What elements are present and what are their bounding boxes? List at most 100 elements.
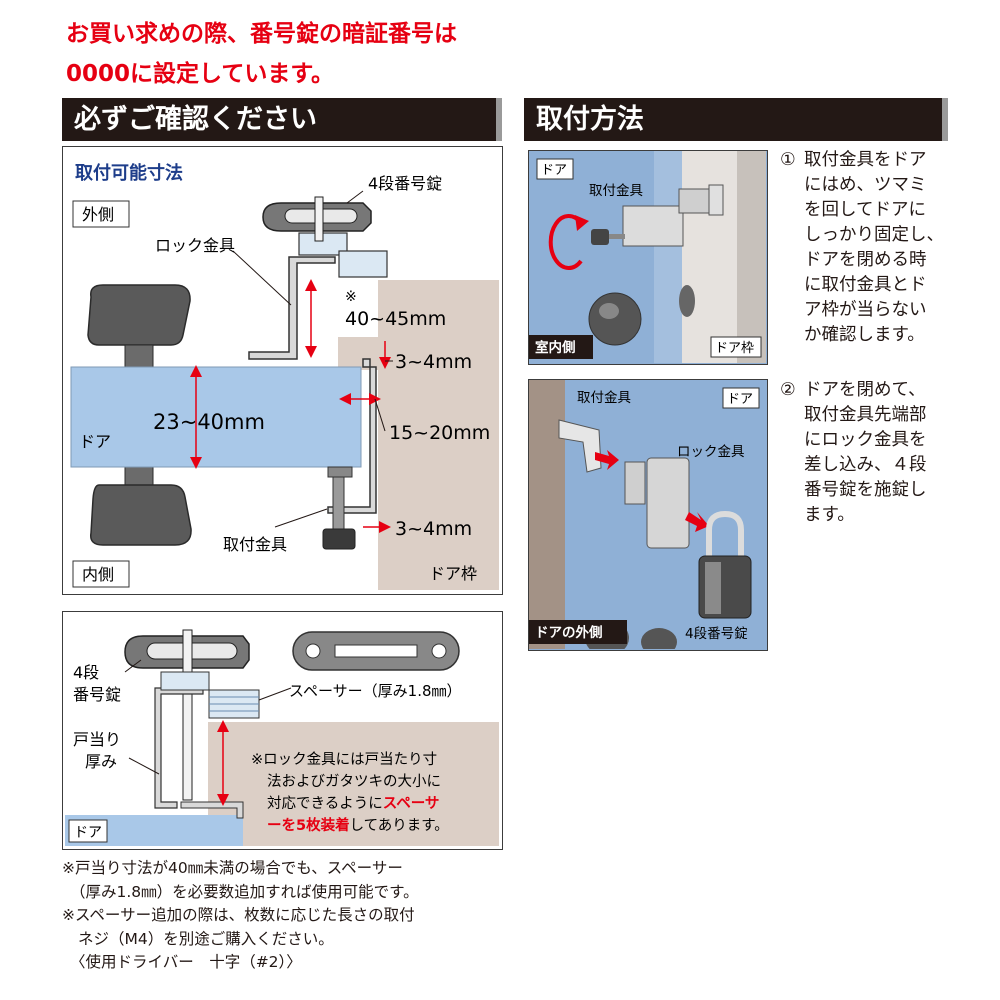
step-1-line: に取付金具とド [804, 275, 927, 295]
step-1-line: 取付金具をドア [804, 150, 927, 170]
note-line-4: ーを5枚装着してあります。 [267, 816, 449, 834]
door-edge [654, 151, 682, 363]
door-knob [588, 292, 642, 346]
lower-bracket [180, 801, 244, 819]
door-frame-block [378, 280, 499, 590]
dim-stop-label: 40~45mm [345, 308, 446, 330]
bracket-plate [622, 205, 684, 247]
rotation-arrow [548, 214, 583, 270]
frame-tag-box [710, 336, 762, 358]
mounting-dimensions-diagram: 取付可能寸法 外側 内側 4段番号錠 ロック金具 ※ 40~45mm 3~4mm… [62, 146, 503, 595]
door-label-box [68, 819, 108, 843]
step-1-text: 取付金具をドア にはめ、ツマミ を回してドアに しっかり固定し、 ドアを閉める時… [804, 148, 944, 348]
leader-stop [128, 757, 160, 775]
frame-tag: ドア枠 [715, 341, 754, 356]
confirm-heading-text: 必ずご確認ください [74, 104, 317, 135]
install-heading: 取付方法 [524, 98, 948, 141]
lock-bracket-label: ロック金具 [155, 236, 235, 255]
frame-edge [737, 151, 766, 363]
leader-clearance [374, 398, 386, 432]
door-tag: ドア [727, 392, 753, 407]
step-1-line: しっかり固定し、 [804, 225, 944, 245]
insert-arrow-2 [685, 512, 709, 532]
leader-mount-bracket [274, 508, 328, 528]
door-label: ドア [74, 825, 102, 841]
lock-name-line-1: 4段 [73, 663, 99, 682]
step-2-line: ます。 [804, 505, 855, 525]
door-tag: ドア [541, 163, 567, 178]
heading-edge [942, 98, 948, 141]
lock-name-label: 4段番号錠 [368, 174, 442, 193]
bracket-shape [154, 687, 204, 809]
door-block [70, 366, 362, 468]
door-label: ドア [79, 432, 111, 451]
note-line-3: 対応できるようにスペーサ [267, 795, 439, 812]
leader-lock-bracket [232, 250, 292, 306]
inner-knob [90, 484, 192, 546]
footnote-line: ※スペーサー追加の際は、枚数に応じた長さの取付 [62, 906, 415, 924]
mount-plate [327, 466, 353, 478]
screw [609, 234, 625, 239]
door-knob-far [679, 285, 695, 317]
stop-label-line-2: 厚み [85, 752, 117, 771]
install-photo-2: 取付金具 ドア ロック金具 ドアの外側 4段番号錠 [528, 379, 768, 651]
lock-bracket-shape [248, 256, 336, 360]
notice-line-1: お買い求めの際、番号錠の暗証番号は [66, 21, 457, 47]
footnote-line: 〈使用ドライバー 十字（#2）〉 [70, 953, 302, 971]
footnotes: ※戸当り寸法が40㎜未満の場合でも、スペーサー （厚み1.8㎜）を必要数追加すれ… [62, 857, 502, 975]
step-2-line: 取付金具先端部 [804, 405, 927, 425]
dim-gap-bottom-label: 3~4mm [395, 518, 472, 540]
frame-area [208, 722, 499, 846]
diagram1-title: 取付可能寸法 [75, 162, 183, 184]
lock-name-tag: 4段番号錠 [685, 626, 748, 642]
door-frame-label: ドア枠 [429, 564, 477, 583]
thumb-knob [322, 528, 356, 550]
step-2-line: ドアを閉めて、 [804, 380, 926, 400]
dim-door-label: 23~40mm [153, 410, 265, 434]
dim-clearance-label: 15~20mm [389, 422, 490, 444]
spacer-diagram: 4段 番号錠 スペーサー（厚み1.8㎜） 戸当り 厚み ドア ※ロック金具には戸… [62, 611, 503, 850]
mount-bracket-shape [327, 358, 377, 514]
install-heading-text: 取付方法 [536, 104, 644, 135]
leader-spacer [258, 687, 292, 701]
inside-label-box [72, 560, 130, 588]
install-photo-1: ドア 取付金具 室内側 ドア枠 [528, 150, 768, 365]
heading-edge [496, 98, 502, 141]
door-knob-2 [641, 628, 677, 650]
bracket-tag: 取付金具 [577, 390, 631, 406]
outside-tag: ドアの外側 [535, 624, 603, 641]
lock-bracket-body [646, 457, 690, 549]
door-tag-box [536, 158, 574, 180]
outside-tag-box [529, 620, 627, 644]
confirm-heading: 必ずご確認ください [62, 98, 502, 141]
step-2-line: 差し込み、４段 [804, 455, 927, 475]
padlock-dials [705, 562, 721, 614]
step-1: ① 取付金具をドア にはめ、ツマミ を回してドアに しっかり固定し、 ドアを閉め… [780, 148, 960, 348]
lock-bracket-slot [624, 461, 646, 505]
leader-lock [124, 659, 142, 673]
leader-lock [346, 190, 364, 204]
stop-label-line-1: 戸当り [73, 730, 121, 749]
bracket-tab [708, 184, 724, 216]
padlock-shackle [182, 629, 193, 801]
inside-label: 内側 [82, 565, 114, 584]
notice-line-2: 0000に設定しています。 [66, 61, 335, 87]
notice: お買い求めの際、番号錠の暗証番号は 0000に設定しています。 [66, 14, 457, 94]
footnote-line: ※戸当り寸法が40㎜未満の場合でも、スペーサー [62, 859, 403, 877]
frame-surface [682, 151, 737, 363]
step-1-line: を回してドアに [804, 200, 926, 220]
dim-gap-top-label: 3~4mm [395, 351, 472, 373]
step-1-line: ドアを閉める時 [804, 250, 927, 270]
step-2-number: ② [780, 380, 796, 400]
step-2: ② ドアを閉めて、 取付金具先端部 にロック金具を 差し込み、４段 番号錠を施錠… [780, 378, 960, 528]
step-2-line: 番号錠を施錠し [804, 480, 927, 500]
step-1-number: ① [780, 150, 796, 170]
thumbscrew [591, 229, 609, 245]
bracket-tag: 取付金具 [589, 183, 643, 199]
spacer-diagram-svg: 4段 番号錠 スペーサー（厚み1.8㎜） 戸当り 厚み ドア ※ロック金具には戸… [65, 629, 499, 846]
step-2-line: にロック金具を [804, 430, 927, 450]
indoor-tag: 室内側 [535, 339, 576, 356]
door-stop-block [338, 337, 383, 370]
mount-bracket-tip [558, 419, 602, 473]
install-photo-2-svg: 取付金具 ドア ロック金具 ドアの外側 4段番号錠 [529, 380, 766, 650]
